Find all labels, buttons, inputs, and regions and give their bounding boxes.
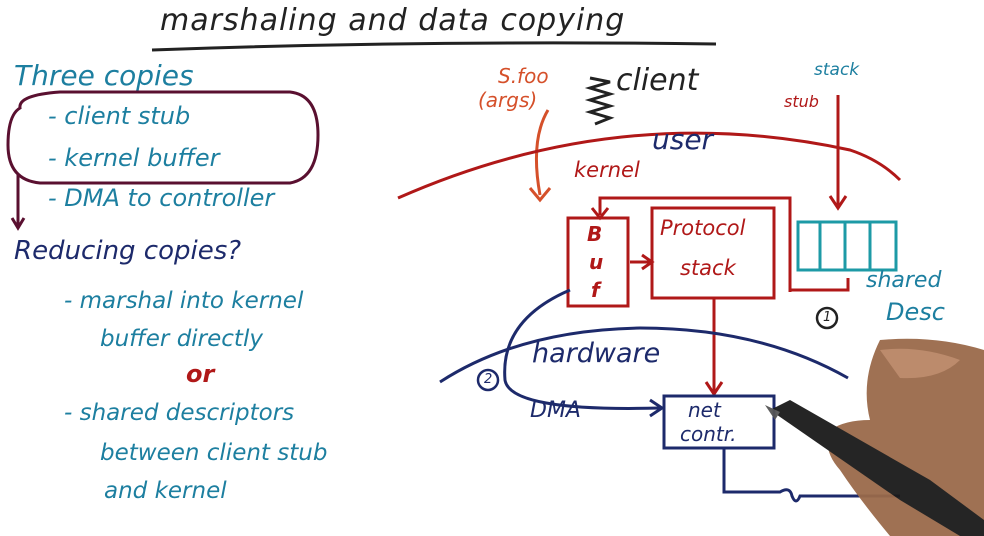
- sfoo-label: S.foo: [498, 64, 549, 88]
- title-underline: [151, 41, 717, 52]
- copy-item-kernel-buffer: - kernel buffer: [48, 144, 220, 172]
- option1-line1: - marshal into kernel: [64, 288, 304, 314]
- client-squiggle: [584, 76, 616, 126]
- copy-item-client-stub: - client stub: [48, 102, 191, 130]
- option2-line1: - shared descriptors: [64, 400, 295, 426]
- buf-letter-b: B: [587, 222, 603, 246]
- marker1-label: 1: [823, 310, 832, 325]
- pen: [770, 400, 984, 536]
- option2-line3: and kernel: [104, 478, 227, 504]
- protocol-label: Protocol: [660, 216, 746, 240]
- heading-three-copies: Three copies: [14, 59, 194, 92]
- netcontr-line1: net: [688, 398, 721, 422]
- copies-loop: [6, 90, 320, 185]
- netcontr-line2: contr.: [680, 422, 737, 446]
- cargs-label: (args): [478, 88, 538, 112]
- copy-item-dma: - DMA to controller: [48, 184, 275, 212]
- stack-top-label: stack: [814, 60, 860, 80]
- option1-line2: buffer directly: [100, 326, 263, 352]
- user-label: user: [652, 123, 714, 156]
- marker2-circle: [476, 368, 500, 392]
- or-label: or: [186, 360, 215, 388]
- buf-letter-f: f: [591, 278, 600, 302]
- sfoo-arrow: [534, 109, 550, 196]
- marker1-circle: [815, 306, 839, 330]
- desc-label: Desc: [886, 298, 945, 326]
- heading-reducing-copies: Reducing copies?: [14, 236, 242, 266]
- client-label: client: [616, 63, 699, 98]
- marker2-label: 2: [484, 372, 493, 387]
- stack-label: stack: [680, 256, 736, 280]
- shared-label: shared: [866, 268, 942, 293]
- stub-label: stub: [784, 92, 819, 111]
- page-title: marshaling and data copying: [160, 3, 626, 38]
- netcontr-box: [662, 394, 776, 450]
- buf-box: [566, 216, 630, 308]
- hardware-label: hardware: [532, 338, 661, 369]
- buf-letter-u: u: [589, 250, 604, 274]
- presenter-hand: [765, 338, 984, 536]
- shared-desc-box: [796, 220, 898, 272]
- kernel-boundary: [397, 131, 902, 200]
- hardware-boundary: [439, 326, 849, 384]
- desc-to-buf: [598, 196, 792, 292]
- kernel-label: kernel: [574, 158, 640, 182]
- network-wire: [722, 448, 900, 503]
- option2-line2: between client stub: [100, 440, 328, 466]
- dma-label: DMA: [530, 398, 581, 423]
- dma-path: [503, 288, 661, 410]
